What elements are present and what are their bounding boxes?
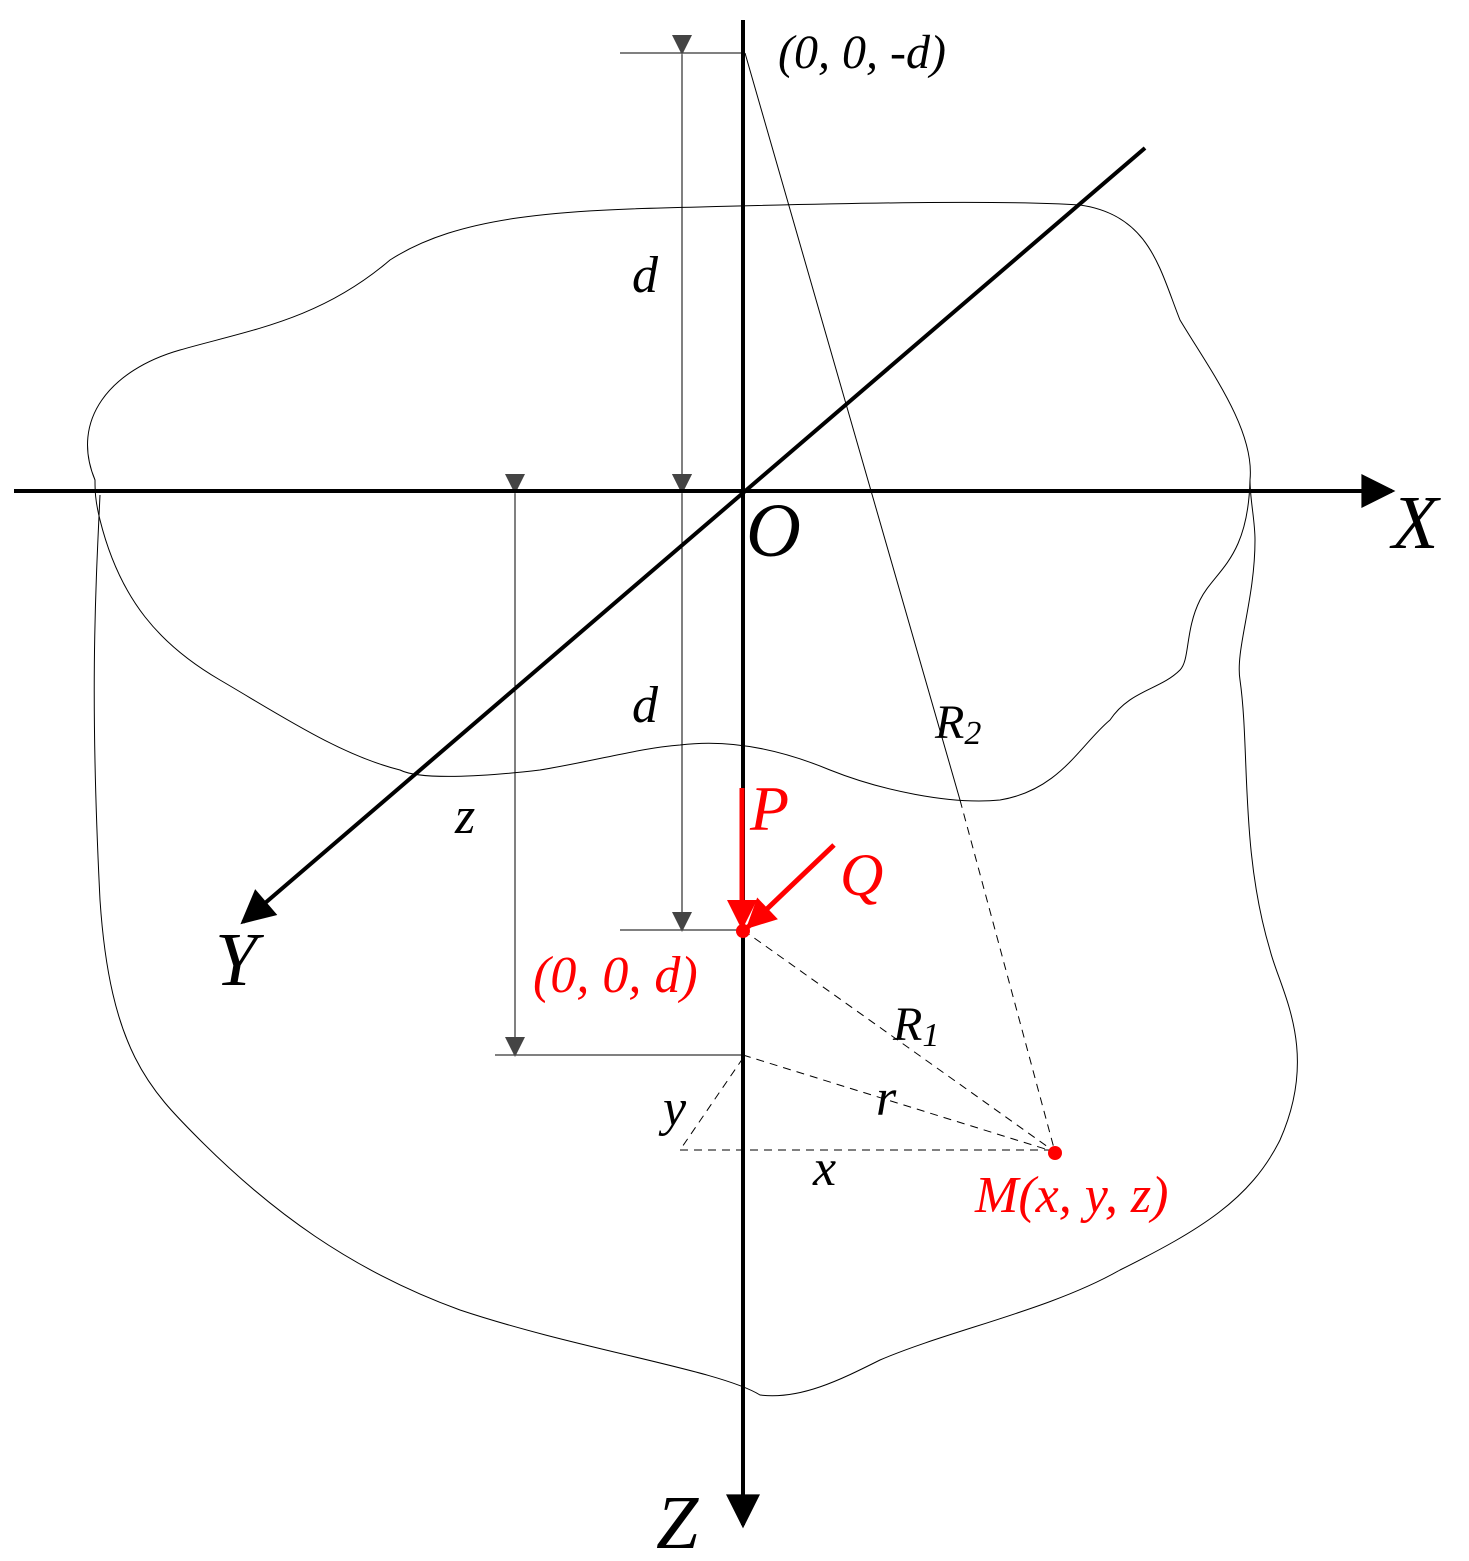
- source-point-dot: [736, 924, 750, 938]
- force-q-label: Q: [840, 842, 883, 908]
- r1-label: R1: [892, 998, 939, 1054]
- body-lower-outline: [93, 479, 1298, 1397]
- x-axis-label: X: [1389, 481, 1441, 565]
- r-line: [742, 1054, 1056, 1153]
- upper-d-label: d: [632, 247, 659, 304]
- r-label: r: [876, 1070, 897, 1127]
- force-p-label: P: [749, 773, 789, 844]
- field-point-label: M(x, y, z): [974, 1167, 1168, 1224]
- y-axis: [240, 146, 1147, 925]
- r2-label: R2: [934, 696, 981, 752]
- origin-label: O: [746, 489, 801, 573]
- r1-line: [742, 929, 1056, 1153]
- z-axis-label: Z: [656, 1481, 699, 1561]
- r2-line-solid: [744, 52, 961, 801]
- lower-d-label: d: [632, 677, 659, 734]
- y-coord-label: y: [658, 1080, 687, 1137]
- field-point-dot: [1048, 1146, 1062, 1160]
- z-dimension-label: z: [454, 788, 475, 845]
- force-q-arrow: [745, 843, 836, 930]
- image-point-label: (0, 0, -d): [778, 26, 946, 79]
- y-axis-label: Y: [215, 918, 265, 1002]
- source-point-label: (0, 0, d): [533, 947, 698, 1004]
- r2-line-dashed: [959, 799, 1056, 1153]
- body-outline: [87, 201, 1251, 802]
- x-coord-label: x: [812, 1140, 836, 1197]
- y-line: [679, 1057, 744, 1151]
